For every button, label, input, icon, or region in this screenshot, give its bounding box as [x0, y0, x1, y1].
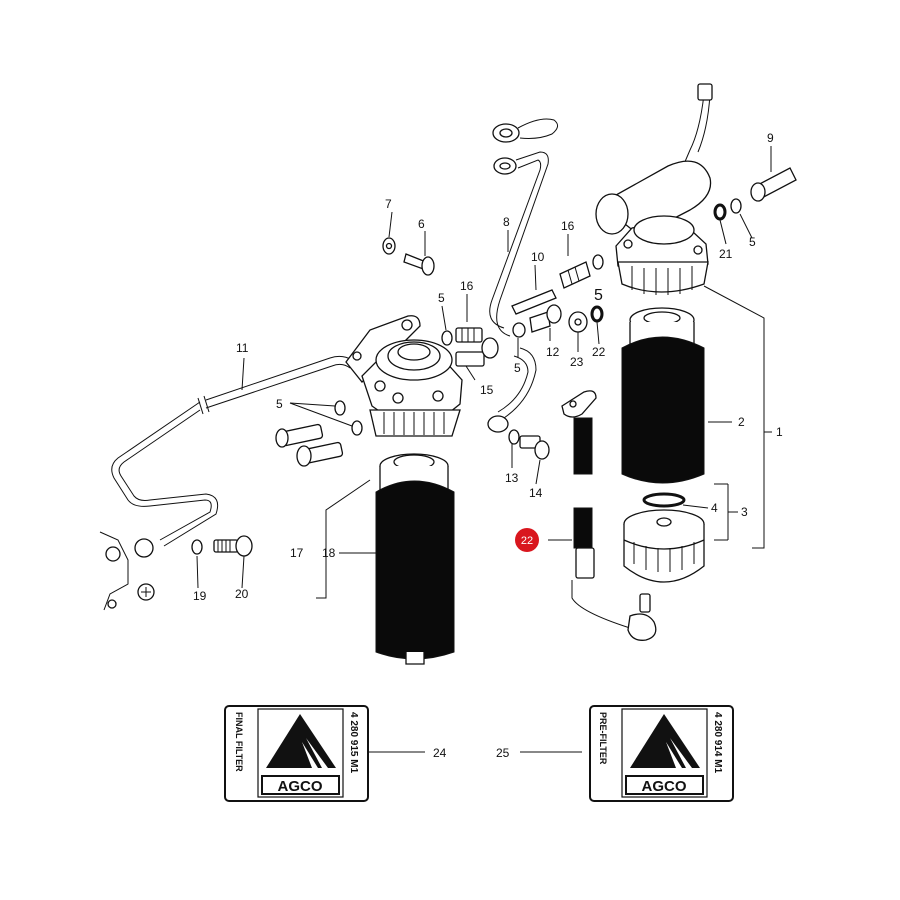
fuel-pipe-6[interactable] — [487, 118, 558, 433]
washer-5-pump[interactable] — [592, 254, 604, 270]
callout-2[interactable]: 2 — [738, 415, 745, 429]
agco-logo-triangle — [266, 714, 336, 768]
o-ring-4[interactable] — [642, 492, 686, 508]
callout-4[interactable]: 4 — [711, 501, 718, 515]
pre-filter-head[interactable] — [595, 160, 712, 295]
callout-12[interactable]: 11 — [236, 341, 249, 355]
plug-23[interactable] — [568, 311, 588, 333]
decal-final-brand: AGCO — [278, 778, 323, 795]
callout-16-right[interactable]: 16 — [561, 219, 575, 233]
callout-5-left-top[interactable]: 5 — [438, 291, 445, 305]
callout-17[interactable]: 17 — [290, 546, 304, 560]
callout-8[interactable]: 12 — [546, 345, 560, 359]
callout-3[interactable]: 3 — [741, 505, 748, 519]
callout-14[interactable]: 13 — [505, 471, 519, 485]
o-ring-22-mid[interactable] — [590, 305, 604, 323]
decal-final-side-text: FINAL FILTER — [234, 712, 244, 772]
callout-15[interactable]: 14 — [529, 486, 543, 500]
callout-25[interactable]: 25 — [496, 746, 510, 760]
washer-5-mid[interactable] — [441, 330, 453, 346]
callout-23[interactable]: 23 — [570, 355, 584, 369]
decal-pre-part-number: 4 280 914 M1 — [712, 712, 723, 774]
fitting-7[interactable] — [750, 167, 797, 202]
washer-14[interactable] — [508, 429, 520, 445]
callout-24[interactable]: 24 — [433, 746, 447, 760]
banjo-bolt-20[interactable] — [213, 535, 253, 557]
o-ring-22-top[interactable] — [713, 203, 727, 221]
callout-22-top[interactable]: 21 — [719, 247, 733, 261]
connector-13[interactable] — [455, 337, 499, 367]
callout-6[interactable]: 8 — [503, 215, 510, 229]
washer-11[interactable] — [382, 237, 396, 255]
callout-18[interactable]: 18 — [322, 546, 336, 560]
callout-labels: 7 6 8 9 16 10 11 5 16 5 21 5 5 15 5 12 2… — [193, 131, 783, 760]
decal-pre-filter[interactable]: AGCO PRE-FILTER 4 280 914 M1 — [589, 705, 734, 802]
water-sensor-harness-21[interactable] — [561, 390, 657, 641]
callout-16-left[interactable]: 16 — [460, 279, 474, 293]
decal-pre-side-text: PRE-FILTER — [598, 712, 608, 765]
engine-block-fragment — [99, 531, 155, 611]
washer-5-top-right[interactable] — [730, 198, 742, 214]
callout-20[interactable]: 20 — [235, 587, 249, 601]
callout-21[interactable]: 22 — [521, 535, 533, 547]
washer-5-right-mid[interactable] — [512, 322, 526, 338]
callout-10[interactable]: 6 — [418, 217, 425, 231]
bolt-10[interactable] — [403, 253, 435, 276]
pre-filter-element-2[interactable] — [621, 307, 705, 484]
washer-5-left-a[interactable] — [334, 400, 346, 416]
callout-13[interactable]: 15 — [480, 383, 494, 397]
callout-19[interactable]: 19 — [193, 589, 207, 603]
callout-11[interactable]: 7 — [385, 197, 392, 211]
callout-21-highlight[interactable]: 22 — [515, 528, 539, 552]
bleed-valve-8[interactable] — [529, 304, 562, 333]
agco-logo-triangle — [630, 714, 700, 768]
callout-1[interactable]: 1 — [776, 425, 783, 439]
bleed-screw-9[interactable] — [511, 289, 557, 315]
callout-5-pump[interactable]: 5 — [594, 287, 603, 304]
decal-final-filter[interactable]: AGCO FINAL FILTER 4 280 915 M1 — [224, 705, 369, 802]
washer-19[interactable] — [191, 539, 203, 555]
leader-lines — [196, 146, 772, 753]
final-filter-element-18[interactable] — [375, 453, 455, 665]
decal-final-part-number: 4 280 915 M1 — [348, 712, 359, 774]
callout-22-mid[interactable]: 22 — [592, 345, 606, 359]
washer-5-left-b[interactable] — [351, 420, 363, 436]
final-filter-head[interactable] — [361, 339, 463, 437]
water-separator-bowl-3[interactable] — [623, 509, 705, 583]
pressure-sensor[interactable] — [296, 441, 344, 467]
callout-9[interactable]: 10 — [531, 250, 545, 264]
callout-5-mid[interactable]: 5 — [514, 361, 521, 375]
decal-pre-brand: AGCO — [642, 778, 687, 795]
callout-5-left[interactable]: 5 — [276, 397, 283, 411]
connector-16-left[interactable] — [455, 327, 483, 343]
temperature-sensor[interactable] — [275, 423, 324, 448]
connector-16-right[interactable] — [559, 261, 591, 289]
hand-pump-7-assembly — [683, 83, 713, 165]
callout-5-right-top[interactable]: 5 — [749, 235, 756, 249]
banjo-bolt-15[interactable] — [519, 435, 550, 460]
callout-7[interactable]: 9 — [767, 131, 774, 145]
